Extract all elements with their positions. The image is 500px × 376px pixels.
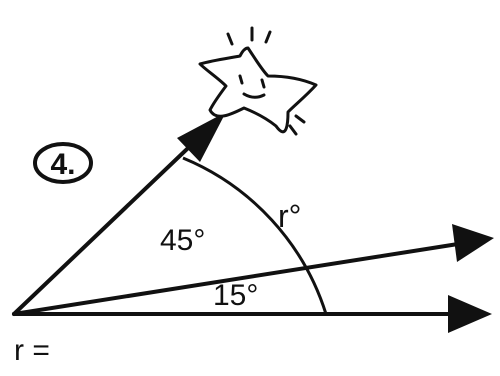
ray-middle <box>12 242 460 316</box>
answer-prompt: r = <box>14 334 50 367</box>
arc-r <box>182 156 328 315</box>
ray-top-arrowhead <box>177 112 226 162</box>
ray-middle-arrowhead <box>452 224 494 262</box>
ray-top <box>12 128 209 316</box>
smiling-star-icon <box>198 26 318 136</box>
problem-number-badge: 4. <box>33 142 93 184</box>
angle-label-15: 15° <box>213 279 258 312</box>
angle-label-45: 45° <box>160 224 205 257</box>
problem-number: 4. <box>50 148 75 181</box>
angle-arcs <box>182 156 328 315</box>
rays <box>12 112 494 333</box>
angle-label-r: r° <box>278 198 301 234</box>
ray-bottom-arrowhead <box>448 295 492 333</box>
